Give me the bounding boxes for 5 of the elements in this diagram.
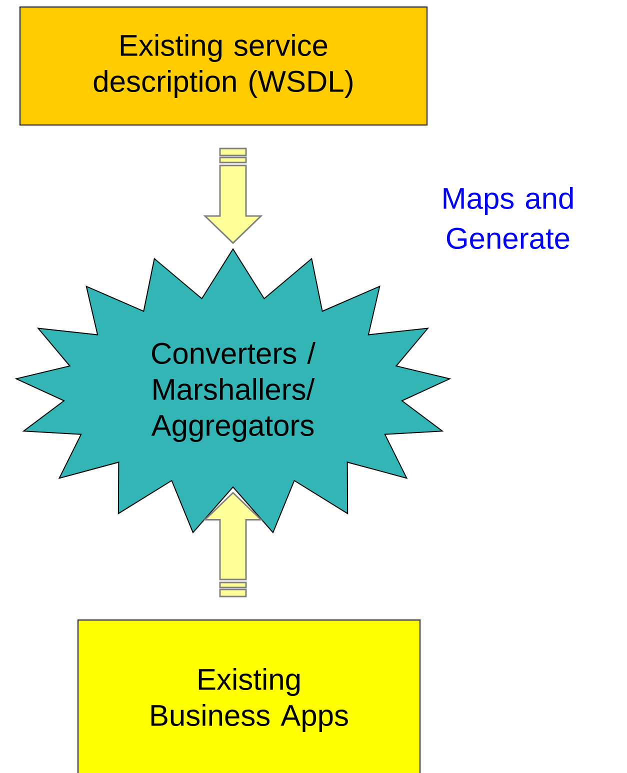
block-arrow	[203, 492, 263, 598]
process-box: Existing Business Apps	[78, 620, 420, 773]
block-arrow	[203, 148, 263, 244]
annotation-text: Maps and Generate	[444, 187, 573, 250]
process-box: Existing service description (WSDL)	[20, 6, 428, 126]
